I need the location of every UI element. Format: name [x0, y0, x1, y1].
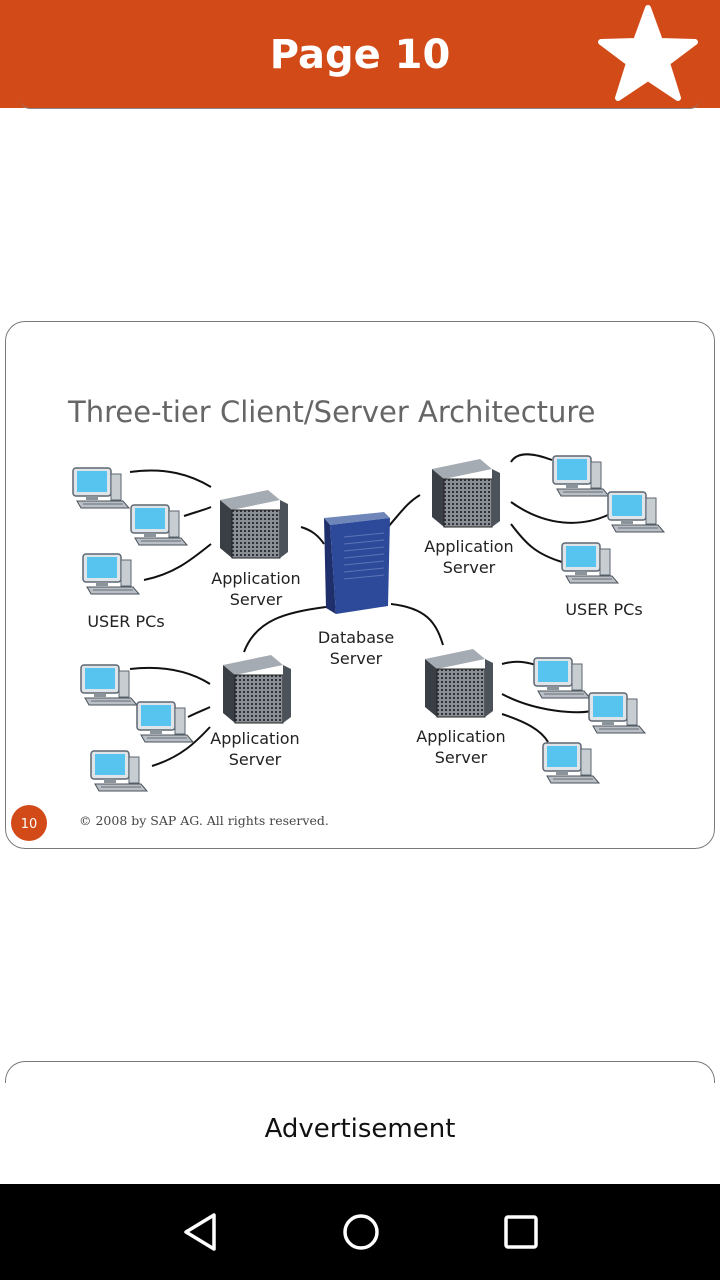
- star-icon: [598, 5, 698, 101]
- user-pc-icon: [542, 742, 600, 784]
- user-pc-icon: [607, 491, 665, 533]
- ad-label: Advertisement: [264, 1114, 456, 1144]
- user-pc-icon: [90, 750, 148, 792]
- database-server-label: Database: [318, 628, 394, 647]
- home-button[interactable]: [336, 1207, 386, 1257]
- app-server-label: Server: [230, 590, 283, 609]
- app-server-label: Application: [424, 537, 513, 556]
- user-pc-icon: [561, 542, 619, 584]
- page-number-badge: [11, 805, 47, 841]
- slide-title: Three-tier Client/Server Architecture: [67, 395, 596, 429]
- back-button[interactable]: [176, 1207, 226, 1257]
- page-title: Page 10: [269, 32, 451, 78]
- user-pc-icon: [552, 455, 610, 497]
- user-pc-icon: [130, 504, 188, 546]
- favorite-button[interactable]: [596, 4, 700, 104]
- page-number: 10: [21, 817, 38, 832]
- ad-banner[interactable]: [0, 1083, 720, 1184]
- app-server-label: Server: [229, 750, 282, 769]
- app-server-label: Application: [416, 727, 505, 746]
- user-pcs-label: USER PCs: [87, 612, 164, 631]
- back-triangle-icon: [184, 1213, 216, 1251]
- application-server-icon: [431, 458, 501, 528]
- system-nav-bar: [0, 1184, 720, 1280]
- user-pc-icon: [136, 701, 194, 743]
- architecture-diagram: Three-tier Client/Server Architecture Ap…: [11, 395, 665, 841]
- recents-square-icon: [504, 1215, 538, 1249]
- application-server-icon: [424, 648, 494, 718]
- user-pc-icon: [533, 657, 591, 699]
- application-server-icon: [219, 489, 289, 559]
- user-pc-icon: [82, 553, 140, 595]
- user-pcs-label: USER PCs: [565, 600, 642, 619]
- slide-page-card[interactable]: Three-tier Client/Server Architecture Ap…: [5, 321, 715, 849]
- app-bar: [0, 0, 720, 108]
- previous-page-card: [20, 96, 700, 109]
- app-server-label: Server: [443, 558, 496, 577]
- application-server-icon: [222, 654, 292, 724]
- copyright-text: © 2008 by SAP AG. All rights reserved.: [79, 813, 329, 828]
- user-pc-icon: [80, 664, 138, 706]
- app-server-label: Application: [210, 729, 299, 748]
- user-pc-icon: [72, 467, 130, 509]
- user-pc-icon: [588, 692, 646, 734]
- database-server-label: Server: [330, 649, 383, 668]
- database-server-icon: [324, 512, 390, 614]
- app-server-label: Server: [435, 748, 488, 767]
- app-server-label: Application: [211, 569, 300, 588]
- home-circle-icon: [343, 1214, 379, 1250]
- recents-button[interactable]: [496, 1207, 546, 1257]
